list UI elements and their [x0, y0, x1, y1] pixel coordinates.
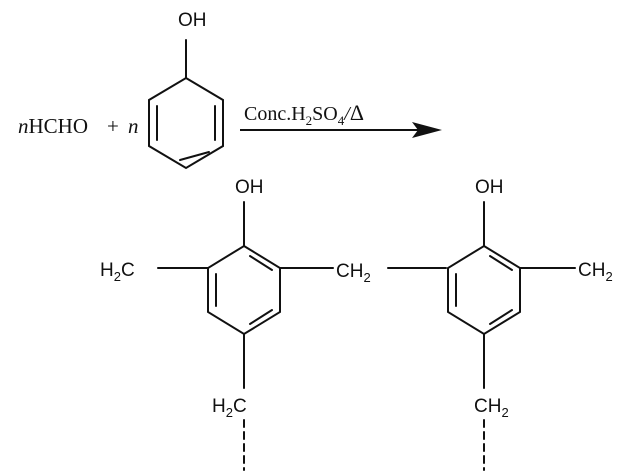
- reaction-arrow: [240, 122, 442, 138]
- reactant-equation: nHCHO + n OH Conc.H2SO4/Δ: [18, 10, 442, 170]
- right-oh-label: OH: [475, 177, 504, 198]
- right-benzene-ring: [447, 244, 521, 336]
- phenol-inner-bond-bottom: [179, 151, 210, 161]
- bridge-ch2-label: CH2: [336, 261, 371, 285]
- formaldehyde-text: HCHO: [29, 114, 89, 138]
- left-para-ch2-label: H2C: [212, 396, 247, 420]
- plus-sign: +: [107, 114, 119, 138]
- left-ortho-ch2-label: H2C: [100, 260, 135, 284]
- right-ortho-ch2-label: CH2: [578, 260, 613, 284]
- heat-symbol: Δ: [350, 100, 364, 125]
- left-inner-bond-2: [249, 309, 273, 325]
- left-inner-bond-1: [249, 255, 273, 271]
- phenol-benzene-ring: [148, 76, 224, 170]
- phenol-coefficient: n: [128, 114, 139, 138]
- conditions-h-subscript: 2: [306, 113, 313, 128]
- right-para-ch2-label: CH2: [474, 396, 509, 420]
- product-structure: [157, 201, 576, 471]
- formaldehyde-formula: nHCHO: [18, 114, 88, 138]
- conditions-prefix: Conc.H: [244, 103, 306, 125]
- right-inner-bond-2: [489, 309, 513, 325]
- reaction-conditions: Conc.H2SO4/Δ: [244, 100, 364, 128]
- left-oh-label: OH: [235, 177, 264, 198]
- conditions-o-subscript: 4: [338, 113, 345, 128]
- reaction-arrow-head: [412, 122, 442, 138]
- formaldehyde-coefficient: n: [18, 114, 29, 138]
- conditions-mid: SO: [312, 103, 338, 125]
- phenol-oh-label: OH: [178, 10, 207, 31]
- left-benzene-ring: [207, 244, 281, 336]
- conditions-slash: /: [343, 103, 352, 125]
- right-inner-bond-1: [489, 255, 513, 271]
- phenol-structure: [148, 39, 224, 170]
